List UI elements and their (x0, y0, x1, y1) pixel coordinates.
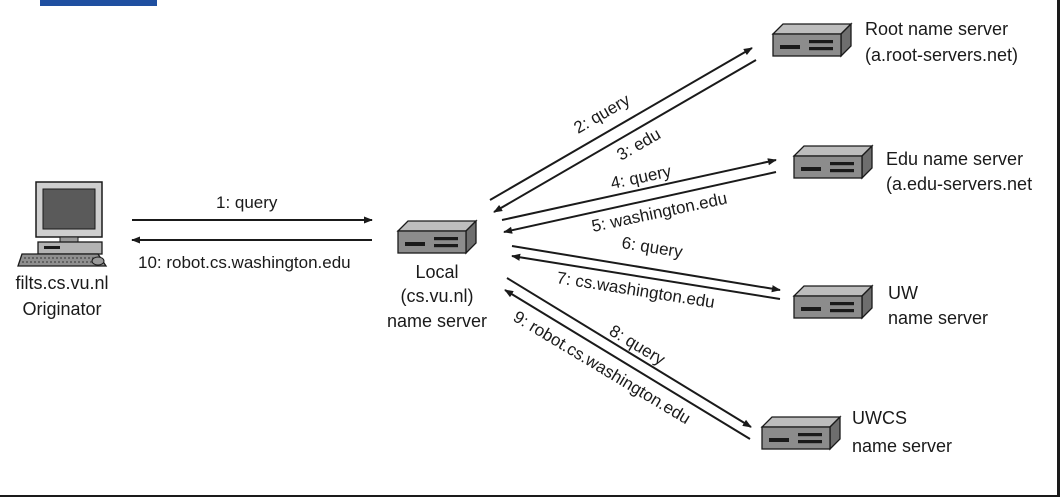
server-icon (793, 285, 873, 319)
computer-icon (17, 181, 108, 267)
message-2-label: 2: query (571, 90, 634, 137)
arrow-5-response (503, 171, 777, 234)
header-accent-bar (40, 0, 157, 6)
server-icon (772, 23, 852, 57)
edu-server-label-1: Edu name server (886, 149, 1023, 169)
uw-server-label-1: UW (888, 283, 918, 303)
message-6-label: 6: query (620, 233, 684, 261)
local-server-label-3: name server (387, 311, 487, 331)
server-icon (761, 416, 841, 450)
message-1-label: 1: query (216, 193, 278, 212)
arrow-8-query (506, 277, 752, 428)
uwcs-server-label-2: name server (852, 436, 952, 456)
originator-role-label: Originator (22, 299, 101, 319)
uwcs-server-label-1: UWCS (852, 408, 907, 428)
message-9-label: 9: robot.cs.washington.edu (510, 307, 694, 428)
message-3-label: 3: edu (614, 124, 664, 164)
arrow-4-query (501, 158, 777, 221)
uw-server-label-2: name server (888, 308, 988, 328)
server-icon (793, 145, 873, 179)
arrow-3-response (493, 59, 757, 213)
arrow-9-response (504, 289, 751, 440)
server-icon (397, 220, 477, 254)
local-server-label-1: Local (415, 262, 458, 282)
arrow-2-query (489, 47, 753, 201)
root-server-label-1: Root name server (865, 19, 1008, 39)
arrow-6-query (511, 245, 781, 293)
arrow-7-response (511, 253, 781, 300)
originator-host-label: filts.cs.vu.nl (15, 273, 108, 293)
local-server-label-2: (cs.vu.nl) (400, 286, 473, 306)
edu-server-label-2: (a.edu-servers.net (886, 174, 1032, 194)
root-server-label-2: (a.root-servers.net) (865, 45, 1018, 65)
message-4-label: 4: query (609, 161, 674, 192)
message-10-label: 10: robot.cs.washington.edu (138, 253, 351, 272)
